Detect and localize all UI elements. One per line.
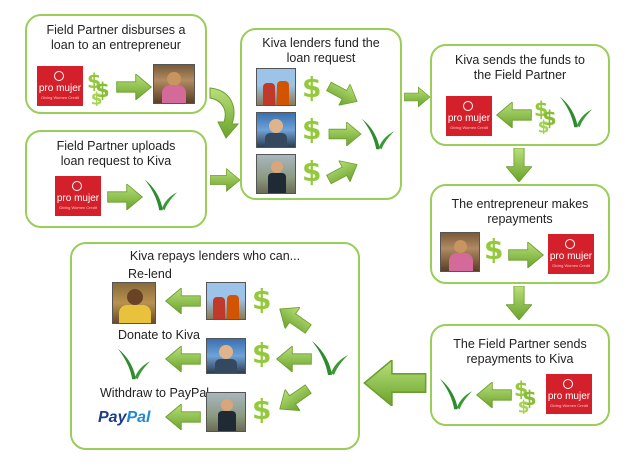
arrow-icon <box>404 86 430 108</box>
step-repay-line1: The entrepreneur makes <box>451 197 589 211</box>
step-partner-repay-box: The Field Partner sends repayments to Ki… <box>430 324 610 426</box>
lender-photo <box>206 282 246 320</box>
lender-photo <box>256 154 296 194</box>
arrow-icon <box>506 148 532 182</box>
step-disburse-line1: Field Partner disburses a <box>46 23 186 37</box>
arrow-icon <box>164 404 202 430</box>
step-partner-repay-line2: repayments to Kiva <box>466 352 574 366</box>
arrow-icon <box>276 346 312 372</box>
step-send-box: Kiva sends the funds to the Field Partne… <box>430 44 610 146</box>
arrow-icon <box>362 360 428 406</box>
step-partner-repay-line1: The Field Partner sends <box>453 337 587 351</box>
kiva-leaf-icon <box>143 174 179 214</box>
step-fund-line2: loan request <box>286 51 356 65</box>
lender-photo <box>256 112 296 148</box>
arrow-icon <box>322 75 363 112</box>
arrow-icon <box>328 122 362 146</box>
paypal-logo: PayPal <box>98 409 151 426</box>
step-fund-line1: Kiva lenders fund the <box>262 36 380 50</box>
arrow-icon <box>164 288 202 314</box>
arrow-icon <box>272 378 316 420</box>
step-send-line1: Kiva sends the funds to <box>455 53 585 67</box>
kiva-leaf-icon <box>116 342 152 384</box>
withdraw-label: Withdraw to PayPal <box>100 386 210 400</box>
step-lenders-title: Kiva repays lenders who can... <box>129 249 301 263</box>
entrepreneur-photo <box>112 282 156 324</box>
arrow-icon <box>322 153 363 190</box>
kiva-leaf-icon <box>558 90 594 132</box>
step-disburse-line2: loan to an entrepreneur <box>51 38 181 52</box>
entrepreneur-photo <box>440 232 480 272</box>
dollar-icon: $ <box>302 71 322 104</box>
dollar-bills-icon <box>87 66 115 106</box>
dollar-bills-icon <box>514 374 542 414</box>
kiva-leaf-icon <box>310 334 350 380</box>
arrow-icon <box>210 168 240 192</box>
step-upload-line1: Field Partner uploads <box>56 139 176 153</box>
step-lenders-box: Kiva repays lenders who can... Re-lend D… <box>70 242 360 450</box>
donate-label: Donate to Kiva <box>118 328 200 342</box>
lender-photo <box>206 392 246 432</box>
arrow-icon <box>164 346 202 372</box>
step-repay-box: The entrepreneur makes repayments $ pro … <box>430 184 610 284</box>
arrow-icon <box>508 242 544 268</box>
step-fund-box: Kiva lenders fund the loan request $ $ $ <box>240 28 402 200</box>
relend-label: Re-lend <box>128 267 172 281</box>
dollar-icon: $ <box>252 393 272 426</box>
arrow-icon <box>506 286 532 320</box>
step-send-line2: the Field Partner <box>473 68 567 82</box>
kiva-leaf-icon <box>438 372 474 414</box>
arrow-icon <box>116 74 152 100</box>
dollar-icon: $ <box>302 113 322 146</box>
arrow-icon <box>209 87 240 139</box>
arrow-icon <box>476 382 512 408</box>
step-disburse-box: Field Partner disburses a loan to an ent… <box>25 14 207 114</box>
step-repay-line2: repayments <box>487 212 553 226</box>
dollar-icon: $ <box>302 155 322 188</box>
step-upload-box: Field Partner uploads loan request to Ki… <box>25 130 207 228</box>
entrepreneur-photo <box>153 64 195 104</box>
dollar-icon: $ <box>252 283 272 316</box>
step-upload-line2: loan request to Kiva <box>60 154 172 168</box>
dollar-icon: $ <box>252 337 272 370</box>
kiva-leaf-icon <box>360 112 396 154</box>
lender-photo <box>256 68 296 106</box>
dollar-icon: $ <box>484 233 504 266</box>
lender-photo <box>206 338 246 374</box>
arrow-icon <box>496 102 532 128</box>
arrow-icon <box>107 184 143 210</box>
